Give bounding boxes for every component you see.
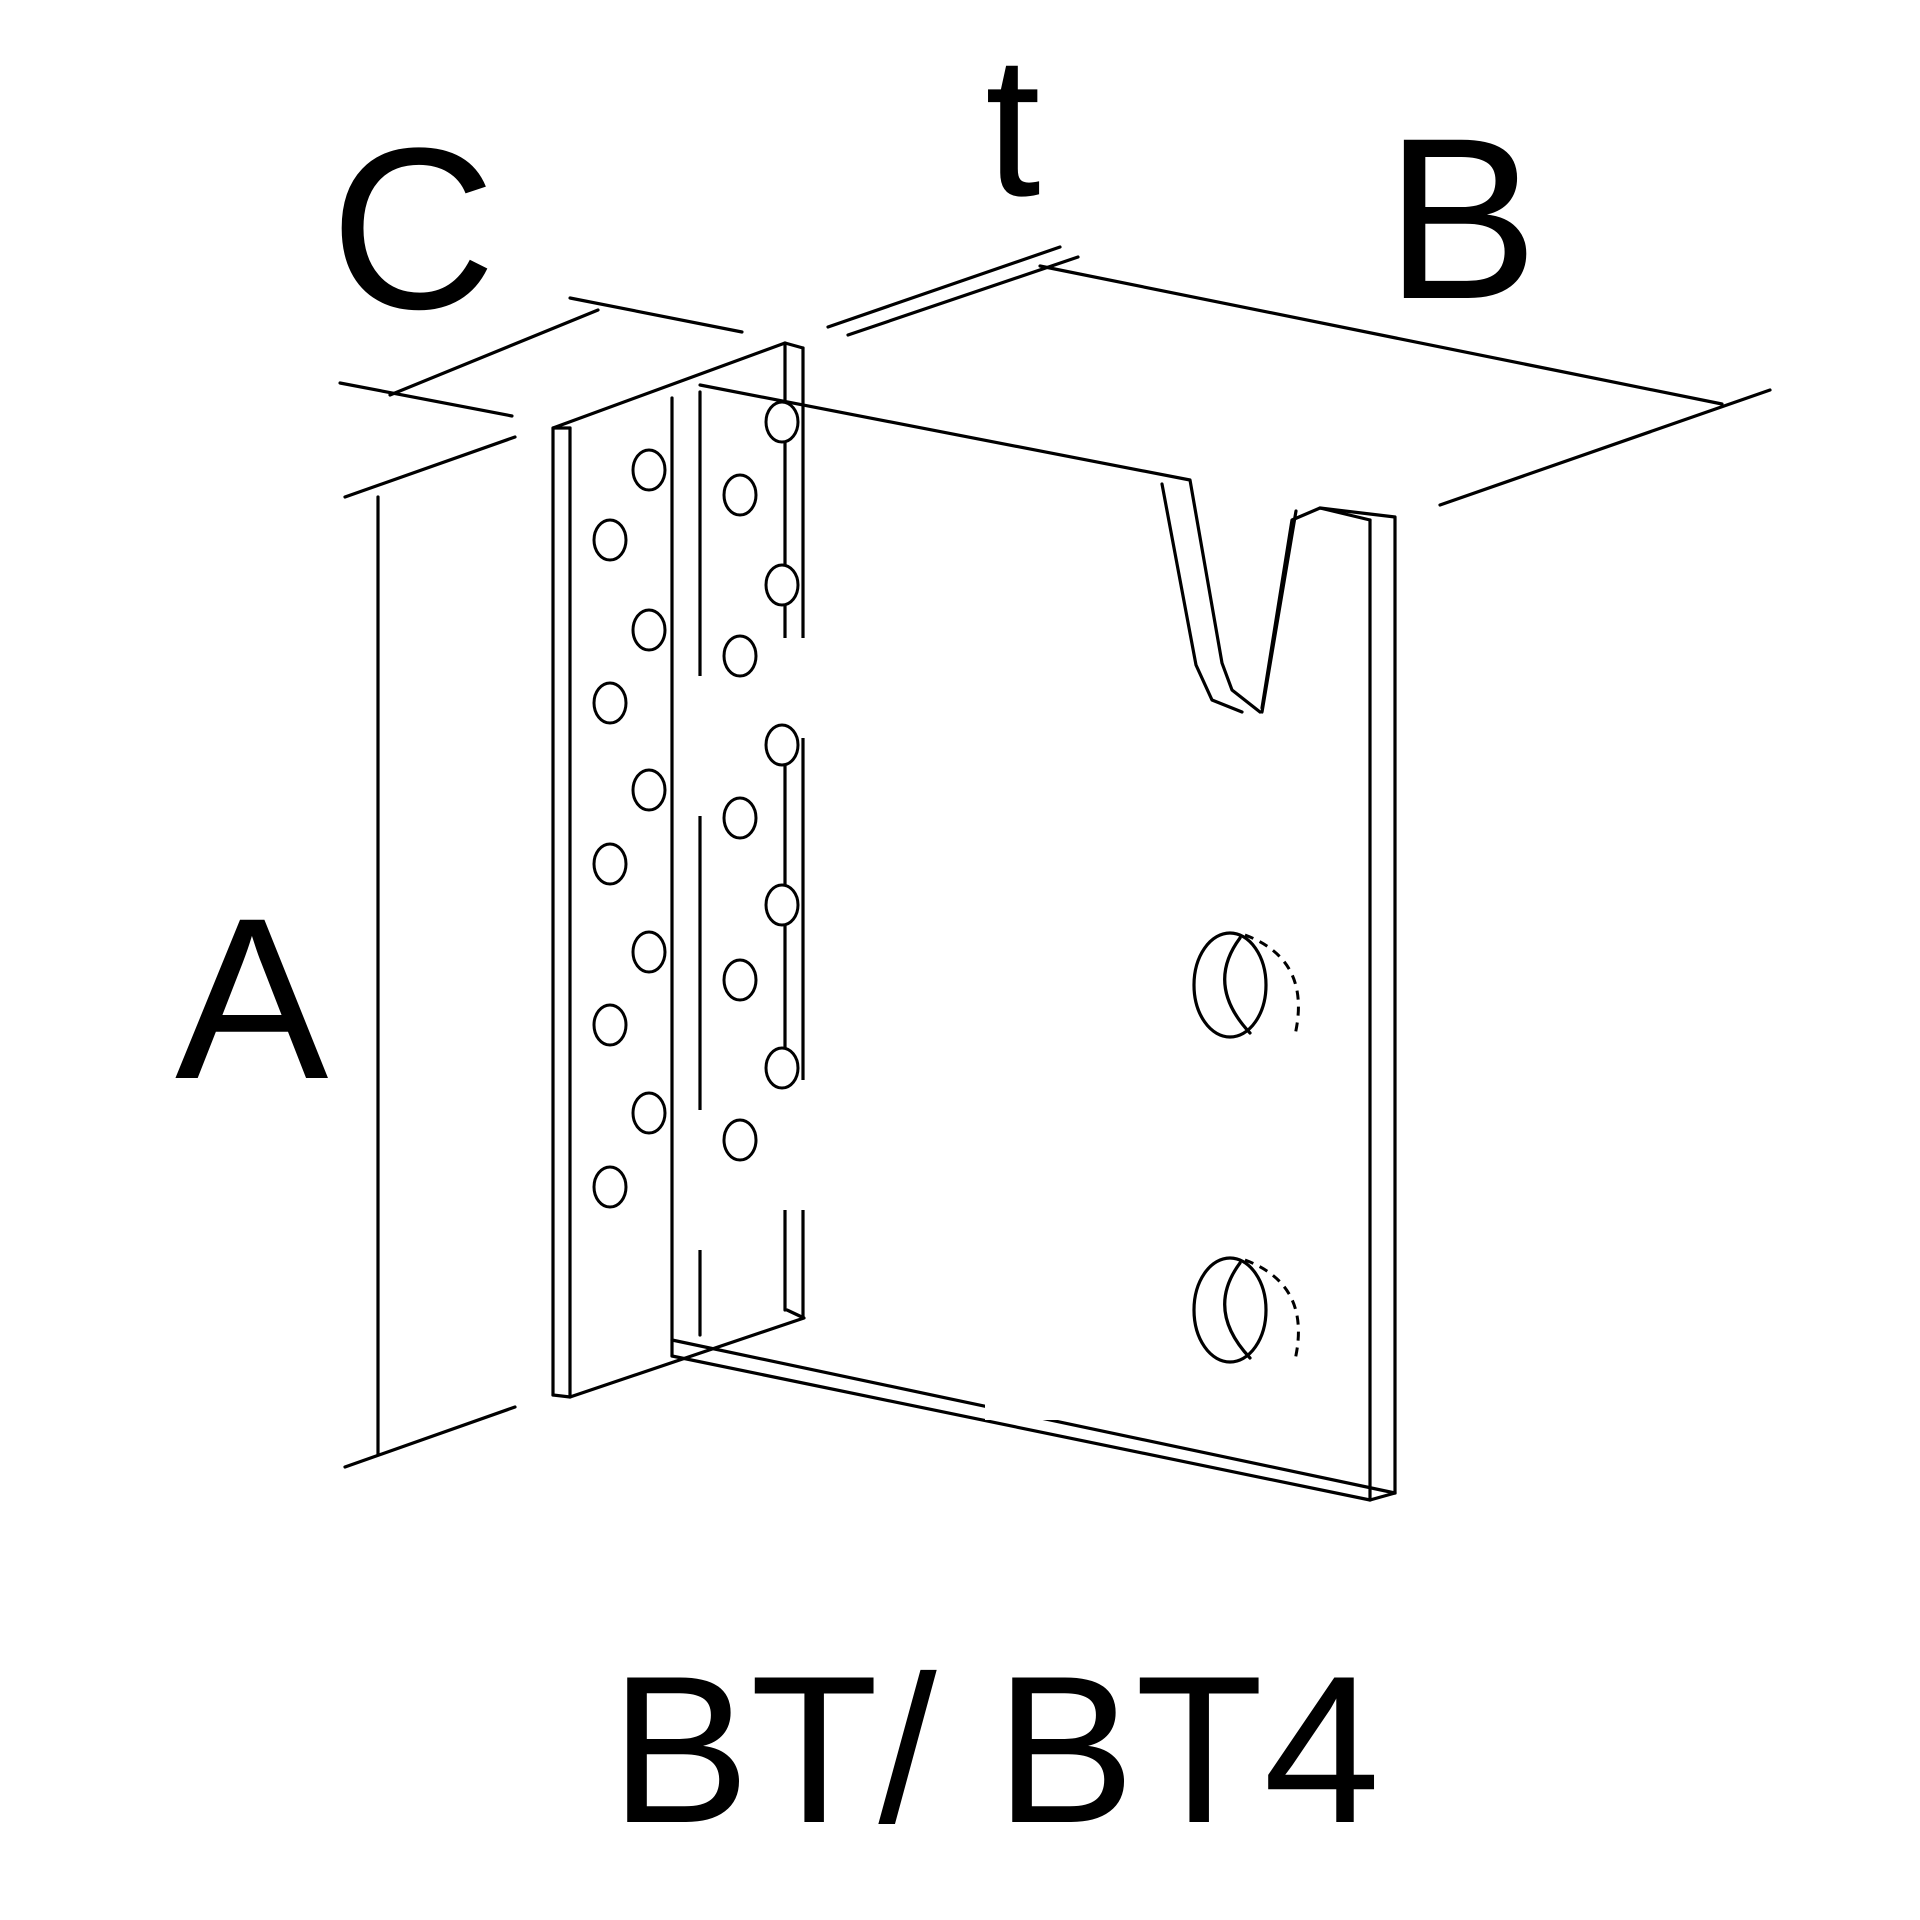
nail-holes-front (722, 400, 800, 1162)
main-plate (670, 383, 1397, 1502)
dimension-t (826, 245, 1080, 337)
dimension-c (338, 296, 744, 418)
bolt-hole-lower (1192, 1256, 1300, 1364)
side-flange (551, 341, 806, 1399)
product-caption: BT/ BT4 (610, 1632, 1380, 1867)
label-c: C (330, 100, 496, 357)
label-b: B (1385, 90, 1538, 347)
bolt-hole-upper (1192, 931, 1300, 1039)
label-a: A (175, 870, 328, 1127)
dimension-b (1038, 264, 1772, 507)
dimension-a (343, 435, 517, 1469)
label-t: t (985, 15, 1041, 238)
hidden-line-breaks (693, 638, 1125, 1420)
nail-holes-flange (592, 448, 667, 1209)
